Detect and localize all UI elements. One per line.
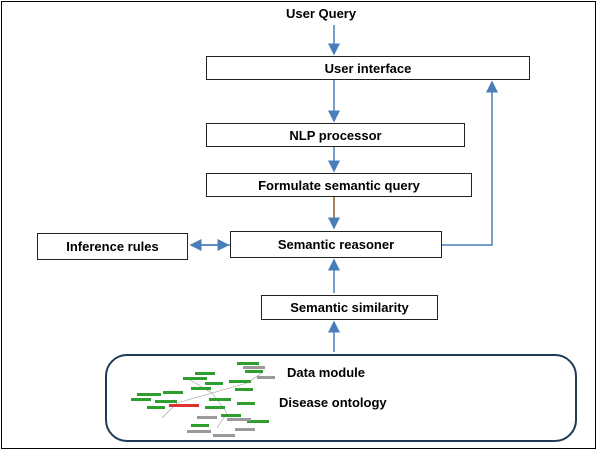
formulate-semantic-query-box: Formulate semantic query (206, 173, 472, 197)
inference-rules-box: Inference rules (37, 233, 188, 260)
data-module-label: Data module (287, 365, 366, 380)
arrow-reasoner-to-ui-feedback (442, 80, 498, 246)
nlp-processor-box: NLP processor (206, 123, 465, 147)
semantic-similarity-box: Semantic similarity (261, 295, 438, 320)
user-interface-box: User interface (206, 56, 530, 80)
user-query-label: User Query (286, 6, 357, 21)
semantic-reasoner-box: Semantic reasoner (230, 231, 442, 258)
ontology-graph-image (131, 362, 275, 437)
disease-ontology-label: Disease ontology (279, 395, 387, 410)
data-module-container: Data module Disease ontology (105, 354, 577, 442)
